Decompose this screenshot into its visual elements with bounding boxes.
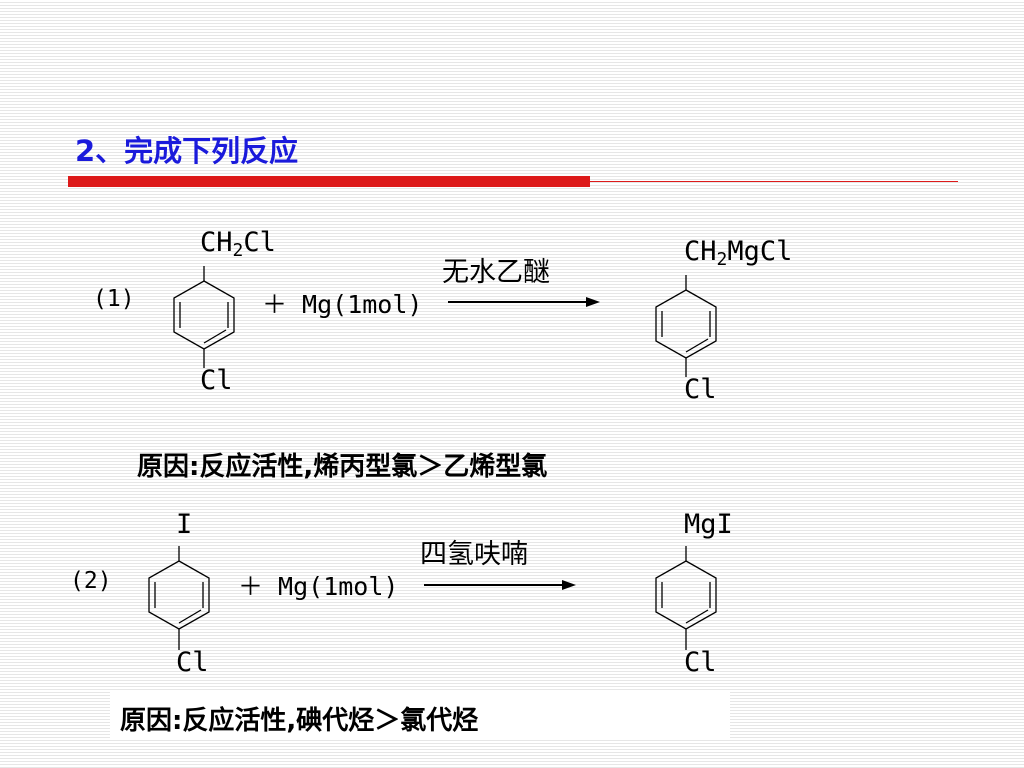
reaction-1-product-benzene-ring	[655, 275, 717, 377]
reaction-2-reason: 原因:反应活性,碘代烃＞氯代烃	[120, 706, 479, 736]
reaction-1-label: (1)	[93, 286, 135, 312]
reaction-2-reactant-iodo: I	[176, 509, 193, 540]
reaction-1-product-chloro: Cl	[684, 374, 717, 405]
reaction-1-reactant-benzene-ring	[173, 266, 235, 368]
reaction-2-product-chloro: Cl	[684, 647, 717, 678]
title-underline-bar	[68, 176, 590, 187]
reaction-2-label: (2)	[70, 568, 112, 594]
reaction-2-condition: 四氢呋喃	[420, 539, 528, 570]
reason-box-background	[110, 690, 730, 740]
reaction-1-reactant-substituent: CH2Cl	[200, 227, 276, 261]
reaction-2-reagent: ＋ Mg(1mol)	[238, 572, 399, 601]
reaction-1-arrow	[448, 297, 600, 307]
reaction-1-product-substituent: CH2MgCl	[684, 236, 793, 270]
reaction-1-reagent: ＋ Mg(1mol)	[262, 290, 423, 319]
slide-title: 2、完成下列反应	[75, 134, 299, 168]
reaction-2-reactant-benzene-ring	[148, 546, 210, 650]
reaction-1-reason: 原因:反应活性,烯丙型氯＞乙烯型氯	[137, 452, 548, 482]
reaction-2-product-benzene-ring	[655, 546, 717, 650]
reaction-2-product-substituent: MgI	[684, 509, 733, 540]
reaction-2-arrow	[424, 580, 576, 590]
title-underline-line	[590, 181, 958, 182]
reaction-2-reactant-chloro: Cl	[176, 647, 209, 678]
reaction-1-reactant-chloro: Cl	[200, 365, 233, 396]
reaction-1-condition: 无水乙醚	[442, 257, 550, 288]
